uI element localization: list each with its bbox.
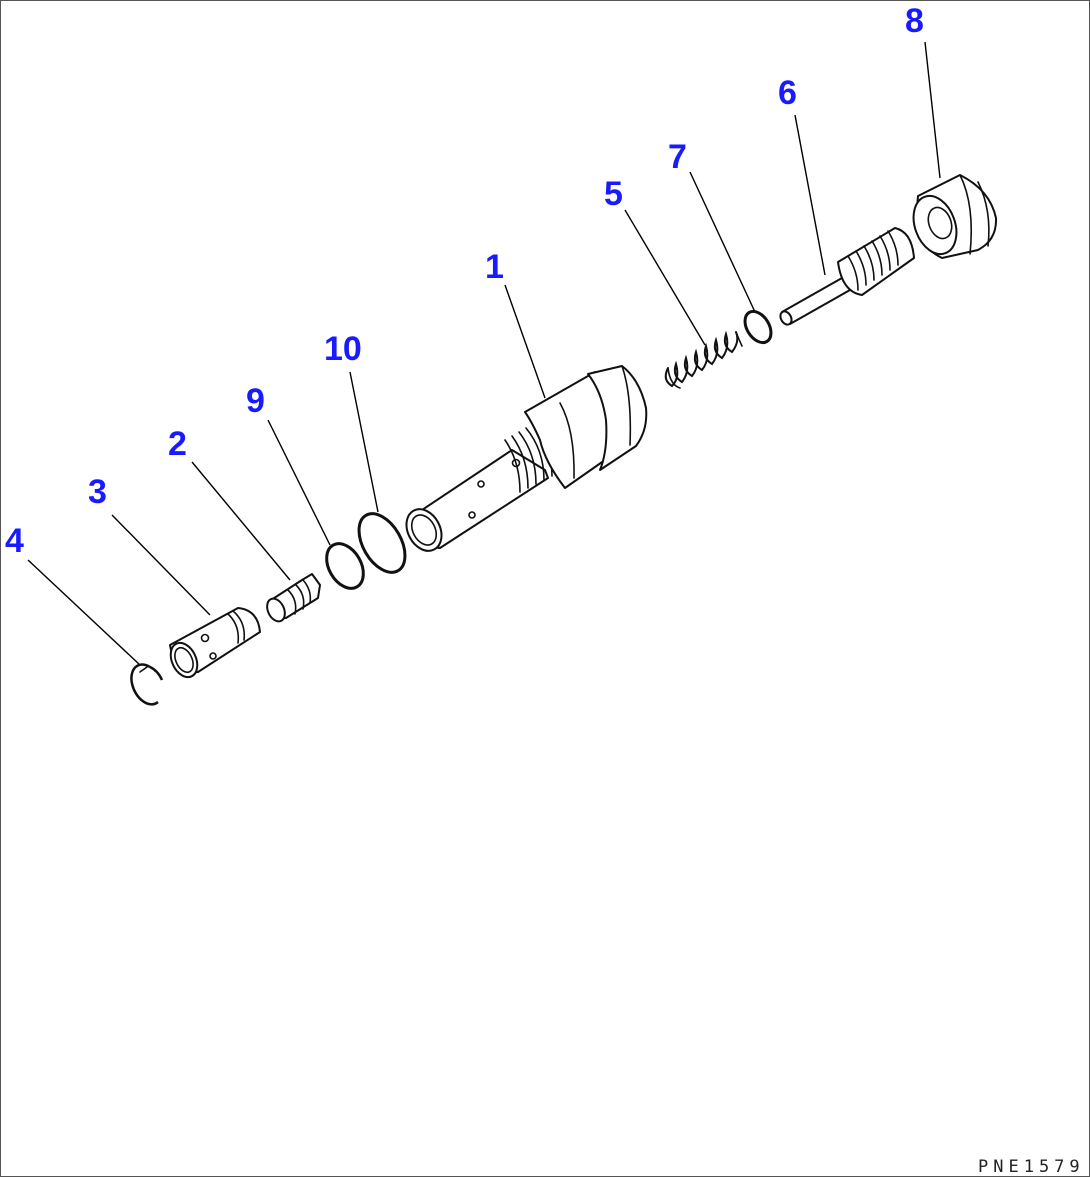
callout-3: 3 [88,473,107,511]
o-ring-part-7 [743,309,773,345]
leader-lines [27,41,941,666]
leader-2 [191,461,291,581]
nut-part-8 [912,174,998,259]
leader-6 [794,114,826,276]
o-ring-part-10 [357,512,407,574]
seat-part-3 [169,607,261,679]
valve-body-part-1 [405,365,648,552]
callout-10: 10 [324,330,362,368]
o-ring-part-9 [325,542,365,590]
leader-7 [689,171,756,313]
leader-4 [27,559,141,666]
callout-7: 7 [668,138,687,176]
adjust-screw-part-6 [779,227,915,326]
leader-9 [267,419,331,546]
callout-5: 5 [604,175,623,213]
leader-3 [111,514,211,616]
spring-part-5 [664,330,743,389]
callout-6: 6 [778,74,797,112]
drawing-code: PNE1579 [978,1157,1085,1177]
callout-4: 4 [5,522,24,560]
callout-2: 2 [168,425,187,463]
callout-labels: 1 2 3 4 5 6 7 8 9 10 [5,2,924,560]
callout-1: 1 [485,248,504,286]
poppet-part-2 [266,573,321,623]
snap-ring-part-4 [130,663,164,706]
leader-10 [349,371,379,513]
leader-5 [624,209,706,346]
callout-9: 9 [246,382,265,420]
callout-8: 8 [905,2,924,40]
leader-8 [924,41,941,179]
leader-1 [504,284,546,399]
